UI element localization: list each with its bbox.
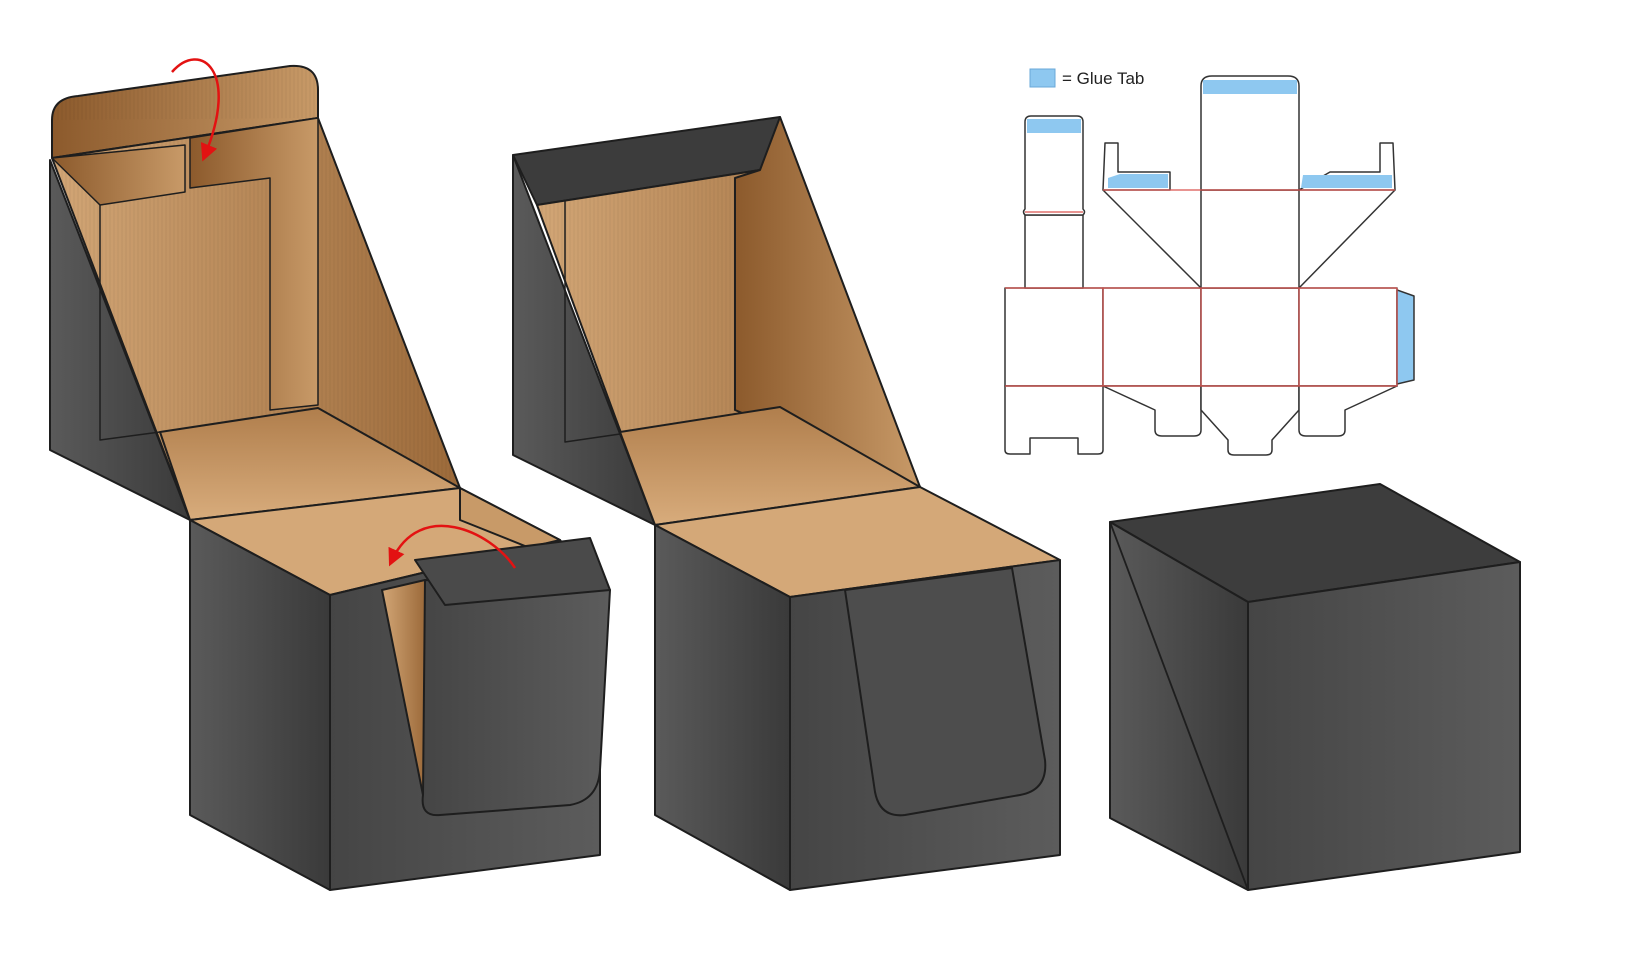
dieline-bottom-flap-4 (1298, 385, 1398, 437)
dieline-left-top-flap (1024, 214, 1084, 289)
dieline-panel-2 (1102, 287, 1202, 387)
dieline-flat-layout (1004, 75, 1415, 456)
dieline-side-glue-tab (1396, 289, 1415, 385)
curved-arrow-icon (171, 58, 220, 162)
lid-dust-flap-right (189, 117, 319, 411)
lid-dust-flap-left (51, 144, 186, 206)
dieline-bottom-flap-2 (1102, 385, 1202, 437)
dieline-lid-tuck (1200, 75, 1300, 191)
glue-tab-legend-label: = Glue Tab (1062, 69, 1144, 88)
open-box-front-flap-tucked (512, 116, 1061, 891)
dieline-lid-panel (1200, 189, 1300, 289)
lid-inner-right (734, 116, 921, 488)
dieline-dust-flap-left-glue (1108, 174, 1168, 188)
dieline-left-top-glue (1027, 119, 1081, 133)
open-box-with-fold-arrows (49, 64, 611, 891)
dieline-panel-1 (1004, 287, 1104, 387)
dieline-left-top-tuck (1022, 115, 1086, 216)
front-tuck-flap (844, 567, 1047, 817)
dieline-bottom-flap-3 (1200, 385, 1300, 456)
front-tuck-flap-top (414, 537, 611, 606)
dieline-bottom-flap-1 (1004, 385, 1104, 455)
lid-inner-fold-line (564, 200, 621, 443)
box-front-face (1247, 561, 1521, 891)
dieline-panel-3 (1200, 287, 1300, 387)
dieline-diagonal-left (1102, 189, 1202, 289)
dieline-crease-lines (1005, 189, 1398, 387)
curved-arrow-icon (388, 524, 517, 569)
closed-box (1109, 483, 1521, 891)
box-left-tuck-diagonal (1109, 521, 1249, 891)
glue-tab-swatch (1029, 68, 1056, 88)
dieline-panel-4 (1298, 287, 1398, 387)
lid-inner-fold-line (99, 205, 161, 441)
glue-tab-legend: = Glue Tab (1029, 68, 1144, 88)
dieline-diagonal-right (1298, 189, 1396, 289)
dieline-dust-flap-right-glue (1301, 175, 1392, 188)
front-tuck-flap (421, 579, 611, 817)
dieline-lid-tuck-glue (1203, 80, 1297, 94)
